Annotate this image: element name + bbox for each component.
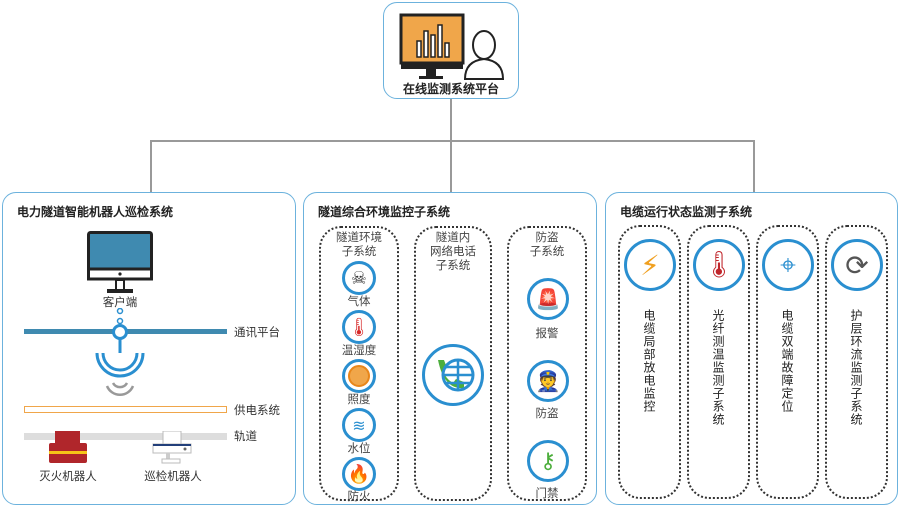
column-label: 电缆局部放电监控 <box>642 309 656 413</box>
connector <box>450 140 452 193</box>
environment-panel: 隧道综合环境监控子系统 隧道环境 子系统 ☠ 气体 🌡 温湿度 照度 ≋ 水位 … <box>303 192 597 505</box>
column-label: 护层环流监测子系统 <box>849 309 863 426</box>
wireless-signal-icon <box>95 308 145 396</box>
env-item: 水位 <box>347 441 371 455</box>
fire-robot-icon <box>49 431 87 463</box>
panel-title: 电缆运行状态监测子系统 <box>620 205 753 219</box>
guard-icon: 👮 <box>527 360 569 402</box>
power-bar <box>24 406 227 413</box>
env-item: 温湿度 <box>341 343 377 357</box>
platform-title: 在线监测系统平台 <box>402 82 499 96</box>
theft-title2: 子系统 <box>529 244 565 258</box>
phone-title3: 子系统 <box>435 258 471 272</box>
theft-item: 门禁 <box>535 486 559 500</box>
theft-title1: 防盗 <box>535 230 559 244</box>
sun-icon <box>342 359 376 393</box>
fault-location-column: ⌖ 电缆双端故障定位 <box>756 225 819 499</box>
panel-title: 隧道综合环境监控子系统 <box>318 205 451 219</box>
key-icon: ⚷ <box>527 440 569 482</box>
client-label: 客户端 <box>102 295 138 309</box>
theft-item: 防盗 <box>535 406 559 420</box>
connector <box>753 140 755 193</box>
fire-icon: 🔥 <box>342 457 376 491</box>
fire-robot-label: 灭火机器人 <box>39 469 97 483</box>
platform-box: 在线监测系统平台 <box>383 2 519 99</box>
cycle-arrows-icon: ⟳ <box>831 239 883 291</box>
power-label: 供电系统 <box>234 403 280 417</box>
inspection-robot-icon <box>152 431 192 464</box>
env-subsystem: 隧道环境 子系统 ☠ 气体 🌡 温湿度 照度 ≋ 水位 🔥 防火 <box>319 226 399 503</box>
robot-inspection-panel: 电力隧道智能机器人巡检系统 客户端 通讯平台 供电系统 轨道 灭火机器人 巡检机… <box>2 192 296 505</box>
thermometer-icon: 🌡 <box>693 239 745 291</box>
phone-subsystem: 隧道内 网络电话 子系统 <box>414 226 492 501</box>
fiber-temperature-column: 🌡 光纤测温监测子系统 <box>687 225 750 499</box>
env-item: 气体 <box>347 294 371 308</box>
client-monitor-icon <box>87 231 153 293</box>
monitor-user-icon <box>399 13 504 80</box>
water-level-icon: ≋ <box>342 408 376 442</box>
rail-label: 轨道 <box>234 429 257 443</box>
env-title1: 隧道环境 <box>336 230 382 244</box>
network-phone-icon <box>422 344 484 406</box>
partial-discharge-column: ⚡ 电缆局部放电监控 <box>618 225 681 499</box>
rail-bar <box>24 433 227 440</box>
lightning-icon: ⚡ <box>624 239 676 291</box>
env-item: 照度 <box>347 392 371 406</box>
connector <box>150 140 152 193</box>
theft-item: 报警 <box>535 326 559 340</box>
inspection-robot-label: 巡检机器人 <box>144 469 202 483</box>
phone-title1: 隧道内 <box>435 230 471 244</box>
target-icon: ⌖ <box>762 239 814 291</box>
column-label: 电缆双端故障定位 <box>780 309 794 413</box>
comm-node <box>112 324 128 340</box>
alarm-light-icon: 🚨 <box>527 278 569 320</box>
env-item: 防火 <box>347 489 371 503</box>
comm-label: 通讯平台 <box>234 325 280 339</box>
sheath-current-column: ⟳ 护层环流监测子系统 <box>825 225 888 499</box>
anti-theft-subsystem: 防盗 子系统 🚨 报警 👮 防盗 ⚷ 门禁 <box>507 226 587 501</box>
connector <box>450 99 452 141</box>
cable-monitoring-panel: 电缆运行状态监测子系统 ⚡ 电缆局部放电监控 🌡 光纤测温监测子系统 ⌖ 电缆双… <box>605 192 898 505</box>
phone-title2: 网络电话 <box>430 244 476 258</box>
panel-title: 电力隧道智能机器人巡检系统 <box>17 205 174 219</box>
gas-mask-icon: ☠ <box>342 261 376 295</box>
thermometer-icon: 🌡 <box>342 310 376 344</box>
column-label: 光纤测温监测子系统 <box>711 309 725 426</box>
connector <box>150 140 755 142</box>
env-title2: 子系统 <box>341 244 377 258</box>
